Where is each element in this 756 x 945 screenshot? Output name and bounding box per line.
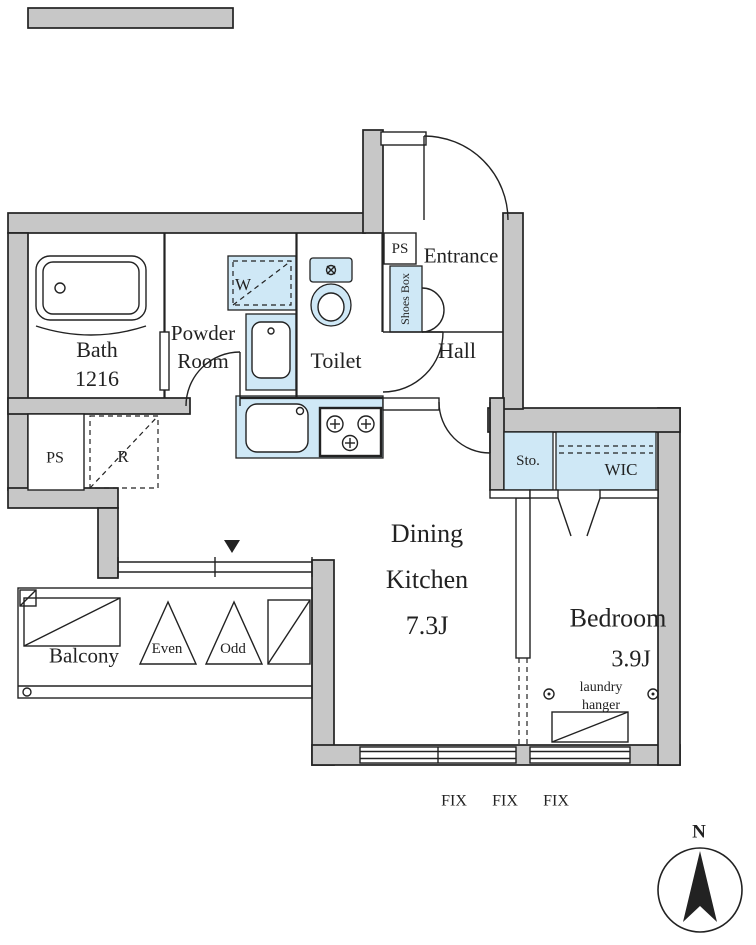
walk-in-closet-box <box>555 431 657 491</box>
balcony-partition-right <box>267 599 311 665</box>
washing-machine-label: W <box>234 274 252 294</box>
pipe-space-top-shaft <box>383 232 417 265</box>
room-label-bedroom: Bedroom <box>569 603 667 633</box>
room-label-balcony: Balcony <box>49 643 119 668</box>
bathtub <box>35 255 147 336</box>
refrigerator-label: R <box>117 446 129 466</box>
wic-label: WIC <box>604 459 638 479</box>
pipe-space-top-label: PS <box>391 241 409 257</box>
fix-label-2: FIX <box>492 792 518 810</box>
compass <box>657 847 743 933</box>
refrigerator-space <box>89 415 159 489</box>
room-label-bath: Bath 1216 <box>75 337 119 391</box>
interior-walls <box>159 131 659 659</box>
fix-windows <box>359 746 631 764</box>
room-label-toilet: Toilet <box>310 347 362 373</box>
fix-label-1: FIX <box>441 792 467 810</box>
shoes-box-label: Shoes Box <box>397 273 412 325</box>
odd-position-triangle <box>204 600 264 665</box>
storage-closet-box <box>503 431 554 491</box>
room-label-hall: Hall <box>438 337 476 363</box>
room-label-entrance: Entrance <box>423 243 499 268</box>
room-label-powder-room: Powder Room <box>170 321 236 373</box>
room-label-dining-kitchen: Dining Kitchen 7.3J <box>385 519 469 640</box>
powder-room-door <box>185 351 241 407</box>
dining-kitchen-door <box>438 401 491 454</box>
window-direction-marker <box>224 540 240 553</box>
north-arrow-icon <box>683 851 717 922</box>
bedroom-furniture <box>551 711 629 743</box>
shoes-box-door-arc <box>421 287 445 333</box>
laundry-hanger-hooks <box>543 688 659 700</box>
washing-machine-pad <box>227 255 297 311</box>
wic-double-doors <box>557 497 601 537</box>
laundry-hanger-label: laundry hanger <box>579 680 623 713</box>
compass-north-label: N <box>692 821 706 843</box>
vanity-sink <box>245 313 297 391</box>
balcony-window <box>117 557 313 577</box>
odd-label: Odd <box>220 641 246 657</box>
bedroom-size-label: 3.9J <box>611 646 651 673</box>
toilet-door <box>382 331 444 393</box>
toilet-fixture <box>309 257 353 327</box>
pipe-space-bottom-shaft <box>27 413 85 491</box>
fix-label-3: FIX <box>543 792 569 810</box>
even-position-triangle <box>138 600 198 665</box>
storage-label: Sto. <box>516 453 540 469</box>
pipe-space-bottom-label: PS <box>46 449 64 467</box>
even-label: Even <box>151 641 183 657</box>
gas-stove <box>318 406 383 458</box>
bedroom-sliding-door <box>518 658 528 745</box>
shoes-box <box>389 265 423 333</box>
entrance-door <box>423 135 509 221</box>
balcony-partition-left <box>23 597 121 647</box>
